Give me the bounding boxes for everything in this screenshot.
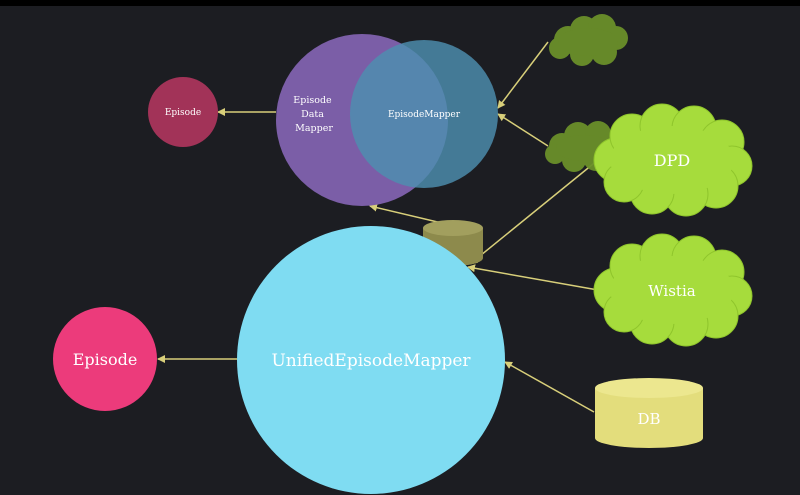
- arrow-db-to-unified-mapper: [504, 361, 595, 413]
- node-episode-data-mapper-label: Episode Data Mapper: [293, 95, 334, 134]
- node-wistia-label: Wistia: [648, 282, 695, 300]
- node-dpd-label: DPD: [654, 151, 690, 170]
- node-episode-large: Episode: [53, 307, 157, 411]
- node-episode-large-label: Episode: [73, 350, 138, 369]
- connector-layer: [157, 41, 599, 413]
- arrow-db-small-to-episode-data-mapper: [369, 203, 447, 225]
- top-border: [0, 0, 800, 6]
- node-wistia-cloud: Wistia: [593, 233, 753, 347]
- node-unified-episode-mapper: UnifiedEpisodeMapper: [237, 226, 505, 494]
- node-episode-small: Episode: [148, 77, 218, 147]
- node-episode-small-label: Episode: [165, 108, 201, 118]
- node-unified-episode-mapper-label: UnifiedEpisodeMapper: [271, 351, 471, 371]
- node-episode-mapper: EpisodeMapper: [350, 40, 498, 188]
- node-dpd-cloud: DPD: [593, 103, 753, 217]
- node-db-label: DB: [637, 410, 660, 428]
- arrow-dpd-to-unified-mapper: [469, 159, 599, 265]
- node-episode-mapper-label: EpisodeMapper: [388, 110, 461, 120]
- arrow-wistia-to-unified-mapper: [467, 264, 599, 291]
- cloud-top-1: [549, 14, 628, 66]
- arrow-cloud-top-2-to-episode-mapper: [497, 113, 549, 147]
- node-db-cylinder: DB: [595, 378, 703, 448]
- arrow-cloud-top-1-to-episode-mapper: [497, 41, 549, 109]
